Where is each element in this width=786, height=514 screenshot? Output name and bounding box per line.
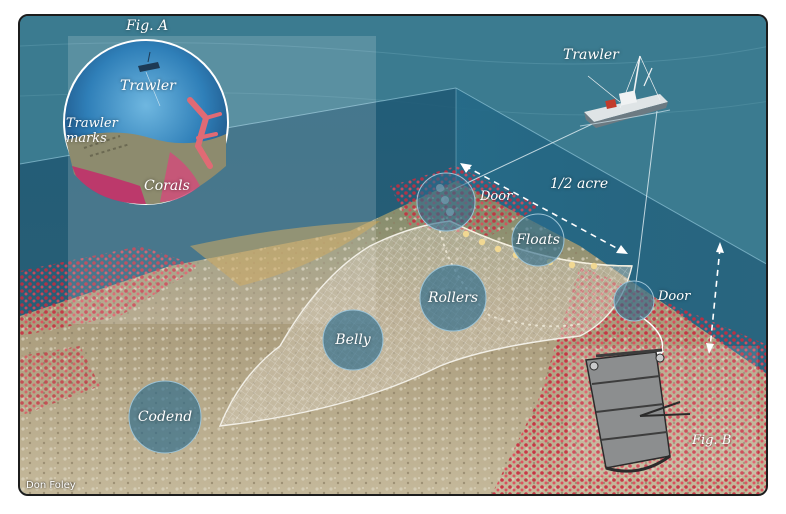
coral-patch-left <box>20 246 200 336</box>
width-arrow-head-right <box>616 245 628 254</box>
trawler-ship <box>579 55 671 128</box>
codend-callout-circle <box>128 380 202 454</box>
rollers-label: Rollers <box>427 290 479 306</box>
inset-corals-label: Corals <box>144 178 190 194</box>
codend-label: Codend <box>137 409 193 425</box>
ground-rope <box>439 230 581 328</box>
half-acre-label: 1/2 acre <box>550 176 609 192</box>
inset-trawler-marks-line2: marks <box>66 131 107 146</box>
fig-b-title: Fig. B <box>692 433 732 448</box>
trawler-ship-label: Trawler <box>563 47 619 63</box>
width-arrow-head-left <box>460 163 472 173</box>
trawl-scene <box>20 16 766 494</box>
diagram-frame: Fig. A Trawler Trawler marks Corals Traw… <box>18 14 768 496</box>
door-label-top: Door <box>480 189 513 204</box>
depth-arrow <box>709 247 721 349</box>
belly-label: Belly <box>335 332 371 348</box>
belly-callout-circle <box>322 309 384 371</box>
rollers-callout-circle <box>419 264 487 332</box>
inset-trawler-marks-label: Trawler marks <box>66 116 118 146</box>
fig-a-inset <box>63 39 229 205</box>
sediment-plume <box>190 221 380 286</box>
floats-label: Floats <box>516 232 560 248</box>
coral-patch-lower-left <box>20 346 100 416</box>
trawl-net-mesh <box>220 221 632 426</box>
depth-arrow-head-top <box>716 242 724 253</box>
fig-a-title: Fig. A <box>126 18 169 34</box>
photo-credit: Don Foley <box>26 480 76 491</box>
inset-trawler-marks-line1: Trawler <box>66 116 118 131</box>
trawl-door-illustration <box>585 348 691 473</box>
floats-callout-circle <box>511 213 565 267</box>
width-arrow <box>464 165 623 252</box>
door-callout-circle-right <box>613 280 655 322</box>
depth-arrow-head-bottom <box>706 343 714 354</box>
door-label-right: Door <box>658 289 691 304</box>
inset-trawler-label: Trawler <box>120 78 176 94</box>
tow-cable-right <box>634 110 658 292</box>
door-callout-circle-top <box>416 172 476 232</box>
